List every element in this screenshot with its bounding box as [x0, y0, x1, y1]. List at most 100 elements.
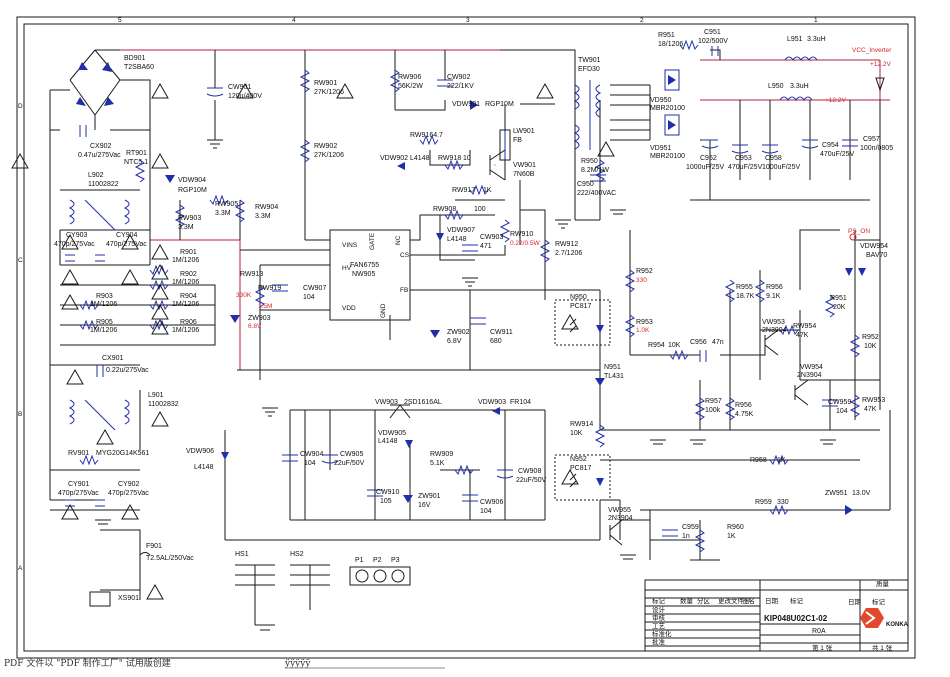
cy902-val: 470p/275Vac	[108, 490, 149, 497]
vdw904-ref: VDW904	[178, 177, 206, 184]
capacitor-symbols	[65, 46, 858, 536]
r959-val: 330	[777, 499, 789, 506]
tb-right-1: 质量	[876, 579, 890, 588]
tb-right-2: 日期	[848, 598, 862, 606]
cx902-ref: CX902	[90, 143, 112, 150]
l951-val: 3.3uH	[807, 36, 826, 43]
cw908-ref: CW908	[518, 468, 541, 475]
r956b-ref: R956	[735, 402, 752, 409]
vdw954-val: BAV70	[866, 252, 887, 259]
r906-ref: R906	[180, 319, 197, 326]
xs901-ref: XS901	[118, 595, 139, 602]
tb-row-review: 审核	[652, 613, 666, 622]
rt901-val: NTC5.1	[124, 159, 148, 166]
cw907-ref: CW907	[303, 285, 326, 292]
cy903-val: 470p/275Vac	[54, 241, 95, 248]
r951-ref: R951	[658, 32, 675, 39]
vw953-val: 2N3904	[762, 327, 787, 334]
c953-val: 470uF/25V	[728, 164, 763, 171]
grid-left-D: D	[18, 103, 23, 110]
l951-ref: L951	[787, 36, 803, 43]
r952b-ref: R952	[862, 334, 879, 341]
cw908-val: 22uF/50V	[516, 477, 547, 484]
rw919-val: 1.5M	[258, 303, 272, 310]
tb-row-design: 设计	[652, 605, 666, 614]
rw914-ref: RW914	[570, 421, 593, 428]
konka-brand: KONKA	[886, 622, 909, 628]
cy901-ref: CY901	[68, 481, 90, 488]
c959-val: 1n	[682, 533, 690, 540]
rw912-ref: RW912	[555, 241, 578, 248]
vw955-val: 2N3904	[608, 515, 633, 522]
ic-pin-vdd: VDD	[342, 305, 356, 312]
footer-link[interactable]: ÿÿÿÿÿ	[284, 659, 311, 669]
tb-row-process: 工艺	[652, 622, 666, 630]
r955-ref: R955	[736, 284, 753, 291]
rw910-val: 0.22/0.5W	[510, 240, 540, 247]
bd901-ref: BD901	[124, 55, 146, 62]
ic-pin-vins: VINS	[342, 242, 358, 249]
rw917-val: 1K	[483, 187, 492, 194]
ic-pin-hv: HV	[342, 265, 352, 272]
rw903-val: 3.3M	[178, 224, 194, 231]
c956-ref: C956	[690, 339, 707, 346]
ground-symbols	[95, 140, 836, 630]
ic-pin-fb: FB	[400, 287, 408, 294]
r958-val: 1K	[777, 457, 786, 464]
test-pins	[350, 567, 410, 585]
r903-val: 1M/1206	[90, 301, 117, 308]
rw909-ref: RW909	[430, 451, 453, 458]
f901-val: T2.5AL/250Vac	[146, 555, 194, 562]
l902-val: 11002822	[88, 181, 119, 188]
tw901-val: EFD30	[578, 66, 600, 73]
vdw905-val: L4148	[378, 438, 398, 445]
rw917-ref: RW917	[452, 187, 475, 194]
r954-val: 10K	[668, 342, 681, 349]
r905-ref: R905	[96, 319, 113, 326]
n950-ref: N950	[570, 294, 587, 301]
ic-pin-gate: GATE	[369, 232, 376, 250]
r953-val: 1.0K	[636, 327, 650, 334]
vdw904-val: RGP10M	[178, 187, 207, 194]
cy903-ref: CY903	[66, 232, 88, 239]
r956-val: 9.1K	[766, 293, 781, 300]
c957-ref: C957	[863, 136, 880, 143]
r960-val: 1K	[727, 533, 736, 540]
r952-val: 330	[636, 277, 647, 284]
inductor-symbols	[70, 57, 817, 430]
rw954-ref: RW954	[793, 323, 816, 330]
c952-ref: C952	[700, 155, 717, 162]
r954-ref: R954	[648, 342, 665, 349]
cw910-val: 105	[380, 498, 392, 505]
c950-val: 222/400VAC	[577, 190, 616, 197]
rw902-val: 27K/1206	[314, 152, 344, 159]
rw918-ref: RW918	[438, 155, 461, 162]
r952b-val: 10K	[864, 343, 877, 350]
cw903-val: 471	[480, 243, 492, 250]
rw904-val: 3.3M	[255, 213, 271, 220]
r901-ref: R901	[180, 249, 197, 256]
vw955-ref: VW955	[608, 507, 631, 514]
vdw901-ref: VDW901	[452, 101, 480, 108]
cw910-ref: CW910	[376, 489, 399, 496]
vw903-val: 2SD1616AL	[404, 399, 442, 406]
rw902-ref: RW902	[314, 143, 337, 150]
cw903-ref: CW903	[480, 234, 503, 241]
cx901-val: 0.22u/275Vac	[106, 367, 149, 374]
grid-left-C: C	[18, 257, 23, 264]
vdw905-ref: VDW905	[378, 430, 406, 437]
l950-ref: L950	[768, 83, 784, 90]
l901-ref: L901	[148, 392, 164, 399]
r956-ref: R956	[766, 284, 783, 291]
cw905-ref: CW905	[340, 451, 363, 458]
cx902-val: 0.47u/275Vac	[78, 152, 121, 159]
r953-ref: R953	[636, 319, 653, 326]
cw904-ref: CW904	[300, 451, 323, 458]
r955-val: 18.7K	[736, 293, 755, 300]
rw954-val: 47K	[796, 332, 809, 339]
ic-pin-cs: CS	[400, 252, 410, 259]
bd901-val: T2SBA60	[124, 64, 154, 71]
cx901-ref: CX901	[102, 355, 124, 362]
vd951-ref: VD951	[650, 145, 672, 152]
rw903-ref: RW903	[178, 215, 201, 222]
